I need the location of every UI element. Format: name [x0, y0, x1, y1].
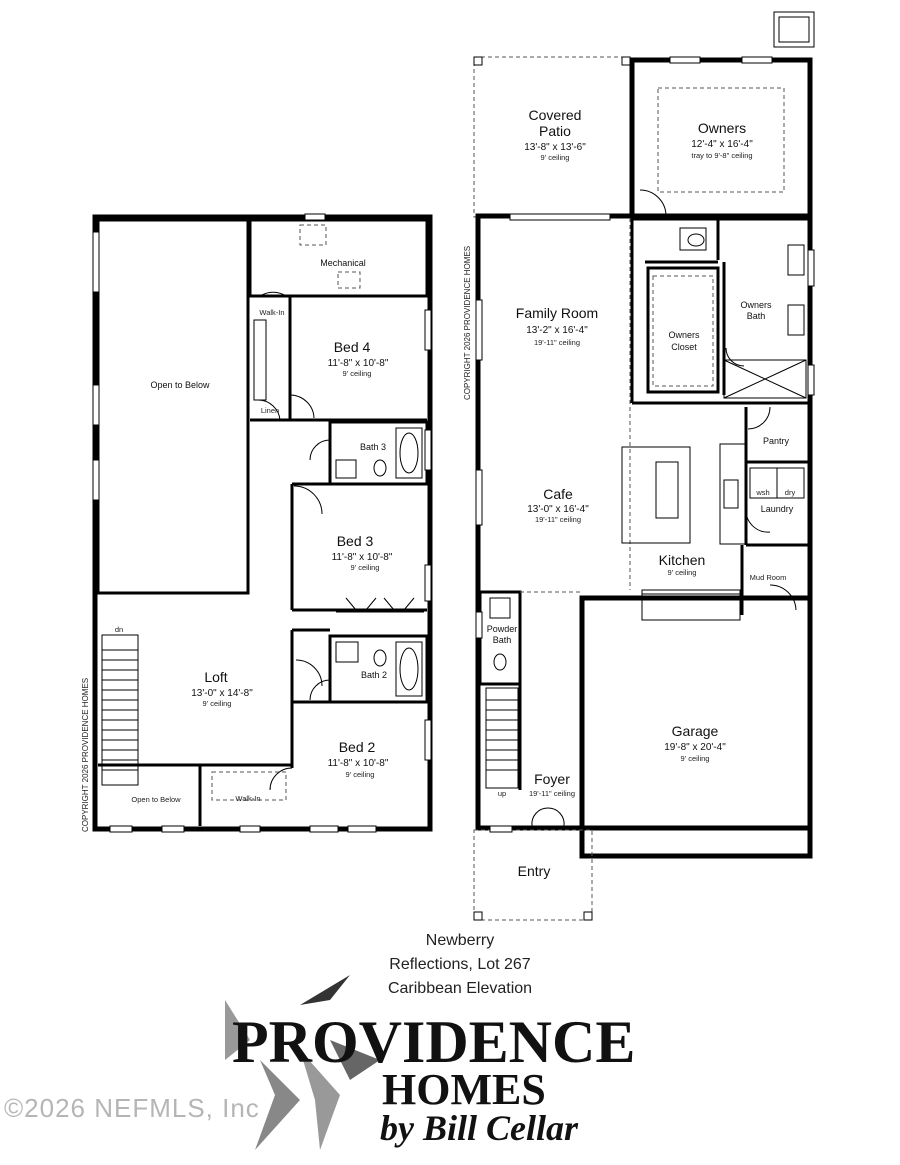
room-open-to-below-small: Open to Below	[131, 795, 181, 804]
first-floor-plan: Covered Patio 13'-8" x 13'-6" 9' ceiling…	[463, 11, 815, 921]
logo-line3: by Bill Cellar	[380, 1108, 579, 1148]
room-bed3-ceiling: 9' ceiling	[351, 563, 380, 572]
room-garage-size: 19'-8" x 20'-4"	[664, 742, 726, 753]
first-floor-copyright: COPYRIGHT 2026 PROVIDENCE HOMES	[463, 246, 472, 400]
room-linen: Linen	[261, 406, 279, 415]
room-owners-name: Owners	[698, 120, 746, 136]
room-loft-ceiling: 9' ceiling	[203, 699, 232, 708]
room-owners-closet-name: Owners	[668, 330, 700, 340]
room-owners-bath-name2: Bath	[747, 311, 766, 321]
room-cafe-ceiling: 19'-11" ceiling	[535, 515, 581, 524]
room-laundry-dry: dry	[785, 488, 796, 497]
room-foyer-name: Foyer	[534, 771, 570, 787]
room-covered-patio-size: 13'-8" x 13'-6"	[524, 142, 586, 153]
room-foyer-ceiling: 19'-11" ceiling	[529, 789, 575, 798]
room-loft-name: Loft	[204, 669, 227, 685]
mls-watermark: ©2026 NEFMLS, Inc	[4, 1093, 260, 1123]
room-entry: Entry	[518, 863, 551, 879]
room-family-room-name: Family Room	[516, 305, 598, 321]
logo-line2: HOMES	[382, 1065, 546, 1114]
providence-homes-logo: PROVIDENCE HOMES by Bill Cellar	[225, 975, 635, 1150]
room-bed3-name: Bed 3	[337, 533, 374, 549]
stair-dn-label: dn	[115, 625, 123, 634]
first-floor-stairs	[486, 699, 518, 771]
room-garage-name: Garage	[672, 723, 719, 739]
room-cafe-name: Cafe	[543, 486, 573, 502]
room-family-room-size: 13'-2" x 16'-4"	[526, 325, 588, 336]
room-kitchen-ceiling: 9' ceiling	[668, 568, 697, 577]
room-bed2-size: 11'-8" x 10'-8"	[328, 758, 389, 769]
stair-up-label: up	[498, 789, 506, 798]
second-floor-plan: Mechanical Walk-In Bed 4 11'-8" x 10'-8"…	[81, 213, 433, 833]
room-mud-room: Mud Room	[750, 573, 787, 582]
second-floor-copyright: COPYRIGHT 2026 PROVIDENCE HOMES	[81, 678, 90, 832]
room-owners-closet-name2: Closet	[671, 342, 697, 352]
room-covered-patio-ceiling: 9' ceiling	[541, 153, 570, 162]
room-laundry-wsh: wsh	[755, 488, 769, 497]
room-kitchen-name: Kitchen	[659, 552, 706, 568]
room-family-room-ceiling: 19'-11" ceiling	[534, 338, 580, 347]
room-owners-bath-name: Owners	[740, 300, 772, 310]
room-mechanical: Mechanical	[320, 258, 366, 268]
room-cafe-size: 13'-0" x 16'-4"	[527, 504, 589, 515]
room-bath2: Bath 2	[361, 670, 387, 680]
room-bed4-ceiling: 9' ceiling	[343, 369, 372, 378]
room-garage-ceiling: 9' ceiling	[681, 754, 710, 763]
room-powder-bath-name2: Bath	[493, 635, 512, 645]
room-pantry: Pantry	[763, 436, 790, 446]
room-bath3: Bath 3	[360, 442, 386, 452]
plan-community-lot: Reflections, Lot 267	[389, 956, 531, 973]
room-open-to-below: Open to Below	[150, 380, 210, 390]
room-powder-bath-name: Powder	[487, 624, 518, 634]
logo-line1: PROVIDENCE	[232, 1009, 635, 1075]
room-owners-ceiling: tray to 9'-8" ceiling	[691, 151, 752, 160]
logo-star-mark	[225, 975, 380, 1150]
plan-elevation: Caribbean Elevation	[387, 980, 533, 997]
room-loft-size: 13'-0" x 14'-8"	[191, 688, 253, 699]
room-walk-in-1: Walk-In	[259, 308, 284, 317]
room-bed4-name: Bed 4	[334, 339, 371, 355]
room-covered-patio-name: Covered	[529, 107, 582, 123]
room-walk-in-2: Walk-In	[235, 794, 260, 803]
second-floor-stairs	[102, 649, 138, 771]
room-bed3-size: 11'-8" x 10'-8"	[332, 552, 393, 563]
room-laundry: Laundry	[761, 504, 794, 514]
room-covered-patio-name2: Patio	[539, 123, 571, 139]
plan-model-name: Newberry	[425, 932, 495, 949]
room-bed2-name: Bed 2	[339, 739, 376, 755]
room-bed4-size: 11'-8" x 10'-8"	[328, 358, 389, 369]
room-bed2-ceiling: 9' ceiling	[346, 770, 375, 779]
room-owners-size: 12'-4" x 16'-4"	[691, 139, 753, 150]
